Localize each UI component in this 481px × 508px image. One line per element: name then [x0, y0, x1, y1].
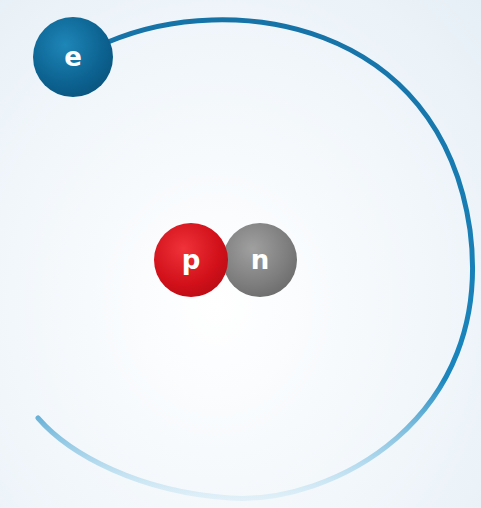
particle-label: n — [251, 247, 270, 273]
neutron-circle: n — [223, 223, 297, 297]
particle-label: e — [64, 44, 82, 70]
particle-label: p — [182, 247, 201, 273]
electron-orbit — [38, 20, 473, 499]
proton-circle: p — [154, 223, 228, 297]
electron-circle: e — [33, 17, 113, 97]
